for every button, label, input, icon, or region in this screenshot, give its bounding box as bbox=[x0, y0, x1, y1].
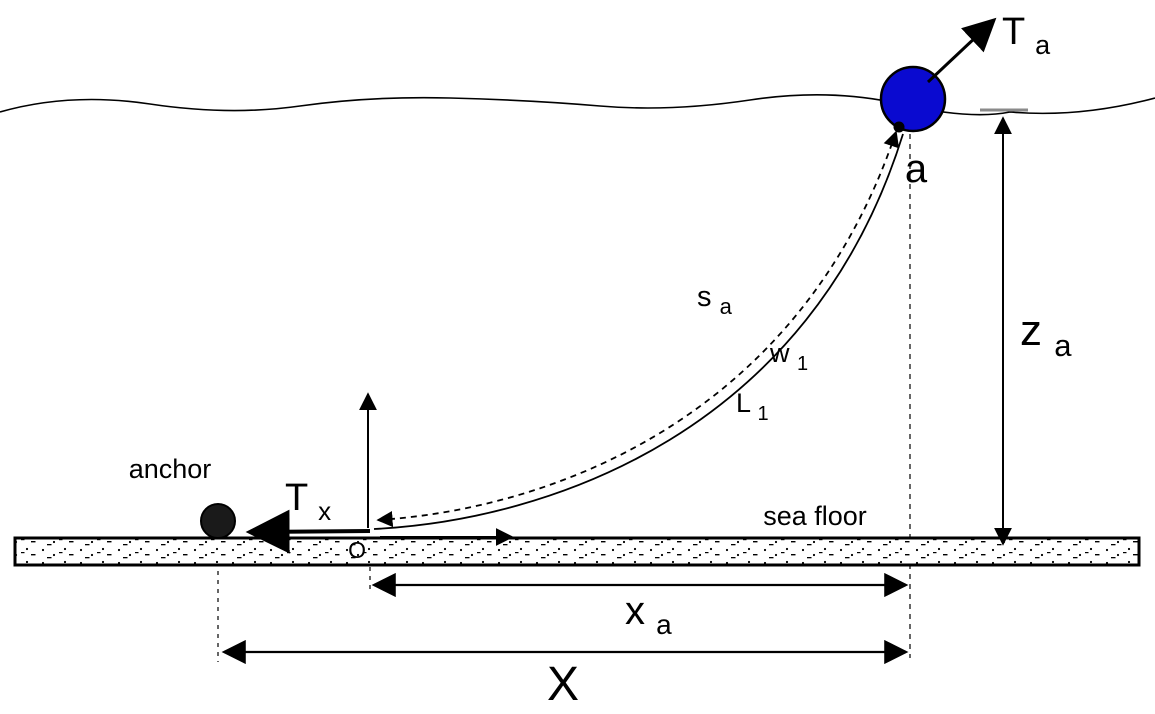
anchor-ball bbox=[200, 503, 236, 539]
origin-label: O bbox=[348, 537, 366, 563]
attachment-point-dot bbox=[893, 121, 905, 133]
attachment-point-label: a bbox=[905, 147, 928, 191]
sea-floor-label: sea floor bbox=[763, 501, 867, 531]
arc-length-label: s a bbox=[697, 281, 733, 319]
xa-dimension-label: x a bbox=[625, 589, 672, 640]
water-surface-line bbox=[0, 94, 1155, 116]
mooring-line-curve bbox=[373, 133, 904, 530]
anchor-label: anchor bbox=[129, 454, 212, 484]
line-length-label: L 1 bbox=[736, 388, 769, 425]
x-total-dimension-label: X bbox=[547, 658, 579, 711]
tension-horizontal-arrow bbox=[245, 509, 371, 554]
unit-weight-label: w 1 bbox=[769, 338, 808, 375]
buoy-depth-label: z a bbox=[1020, 306, 1072, 363]
tension-top-label: T a bbox=[1002, 11, 1051, 60]
sea-floor-band bbox=[13, 536, 1141, 567]
tension-top-arrow bbox=[926, 17, 997, 84]
arc-length-dashed-curve bbox=[376, 130, 900, 528]
tension-horizontal-label: T x bbox=[285, 477, 331, 526]
